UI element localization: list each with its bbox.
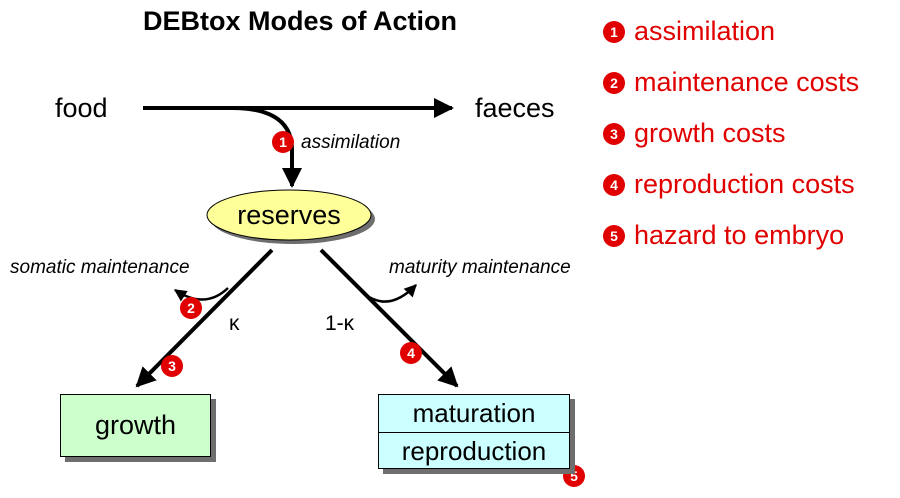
somatic-maintenance-arrow [173, 287, 229, 302]
marker-5-circle [563, 465, 585, 487]
legend-label-1: assimilation [634, 16, 776, 46]
legend-marker-5: 5 [603, 224, 625, 247]
reserves-label: reserves [237, 199, 341, 230]
marker-3-number: 3 [168, 358, 176, 374]
reserves-ellipse [206, 189, 372, 241]
legend-label-2: maintenance costs [634, 67, 860, 97]
assimilation-arrow [231, 106, 302, 188]
marker-3-circle [161, 355, 183, 377]
legend-marker-1: 1 [603, 20, 625, 43]
one-minus-kappa-branch-arrow [319, 248, 459, 388]
marker-4-circle [400, 342, 422, 364]
assimilation-flow-label: assimilation [301, 132, 401, 153]
legend-item-embryo: 5 hazard to embryo [603, 220, 844, 251]
legend-label-4: reproduction costs [634, 169, 855, 199]
legend-item-reproduction: 4 reproduction costs [603, 169, 855, 200]
maturity-maintenance-label: maturity maintenance [389, 257, 571, 278]
marker-2-circle [180, 297, 202, 319]
legend-marker-2: 2 [603, 71, 625, 94]
marker-4-number: 4 [407, 345, 415, 361]
marker-2-number: 2 [187, 300, 195, 316]
maturation-reproduction-box: maturation reproduction [378, 394, 570, 469]
maturity-maintenance-arrow [365, 284, 417, 303]
growth-label: growth [94, 410, 177, 440]
legend-label-5: hazard to embryo [634, 220, 845, 250]
maturation-label: maturation [379, 395, 569, 433]
diagram-title: DEBtox Modes of Action [143, 6, 457, 36]
marker-5-number: 5 [570, 468, 578, 484]
legend-label-3: growth costs [634, 118, 786, 148]
legend-item-assimilation: 1 assimilation [603, 16, 775, 47]
marker-1-circle [272, 131, 294, 153]
somatic-maintenance-label: somatic maintenance [10, 257, 190, 278]
growth-box: growth [60, 394, 211, 457]
kappa-branch-arrow [135, 248, 274, 388]
food-label: food [55, 93, 108, 123]
legend-item-maintenance: 2 maintenance costs [603, 67, 859, 98]
marker-1-number: 1 [279, 134, 287, 150]
one-minus-kappa-label: 1-κ [325, 312, 355, 335]
faeces-label: faeces [475, 93, 555, 123]
legend-item-growth: 3 growth costs [603, 118, 786, 149]
kappa-label: κ [229, 312, 240, 335]
legend-marker-3: 3 [603, 122, 625, 145]
legend-marker-4: 4 [603, 173, 625, 196]
reproduction-label: reproduction [401, 436, 547, 466]
